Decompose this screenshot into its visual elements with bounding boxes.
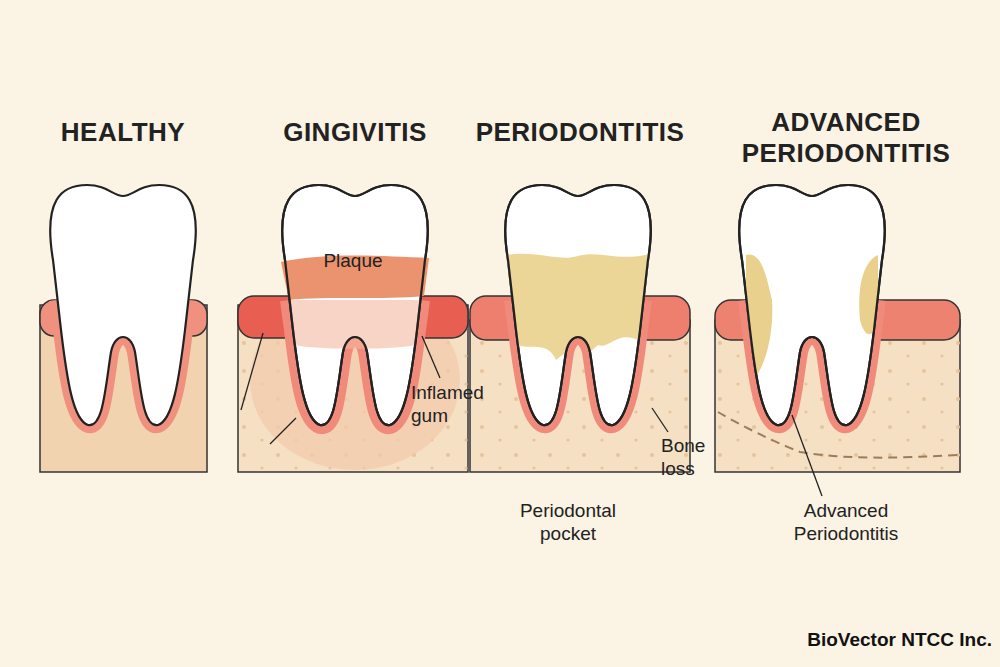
healthy-panel <box>40 185 207 472</box>
advanced-periodontitis-panel <box>715 185 960 496</box>
callout-label: Bone loss <box>661 435 731 481</box>
panel-heading: PERIODONTITIS <box>455 117 705 148</box>
panel-heading: ADVANCED PERIODONTITIS <box>721 107 971 169</box>
callout-label: Advanced Periodontitis <box>761 500 931 546</box>
gingivitis-panel <box>238 185 468 472</box>
callout-label: Periodontal pocket <box>493 500 643 546</box>
callout-label: Inflamed gum <box>411 382 511 428</box>
watermark: BioVector NTCC Inc. <box>732 629 992 652</box>
panel-heading: GINGIVITIS <box>245 117 465 148</box>
periodontitis-panel <box>470 185 690 472</box>
callout-label: Plaque <box>298 250 408 273</box>
panel-heading: HEALTHY <box>23 117 223 148</box>
